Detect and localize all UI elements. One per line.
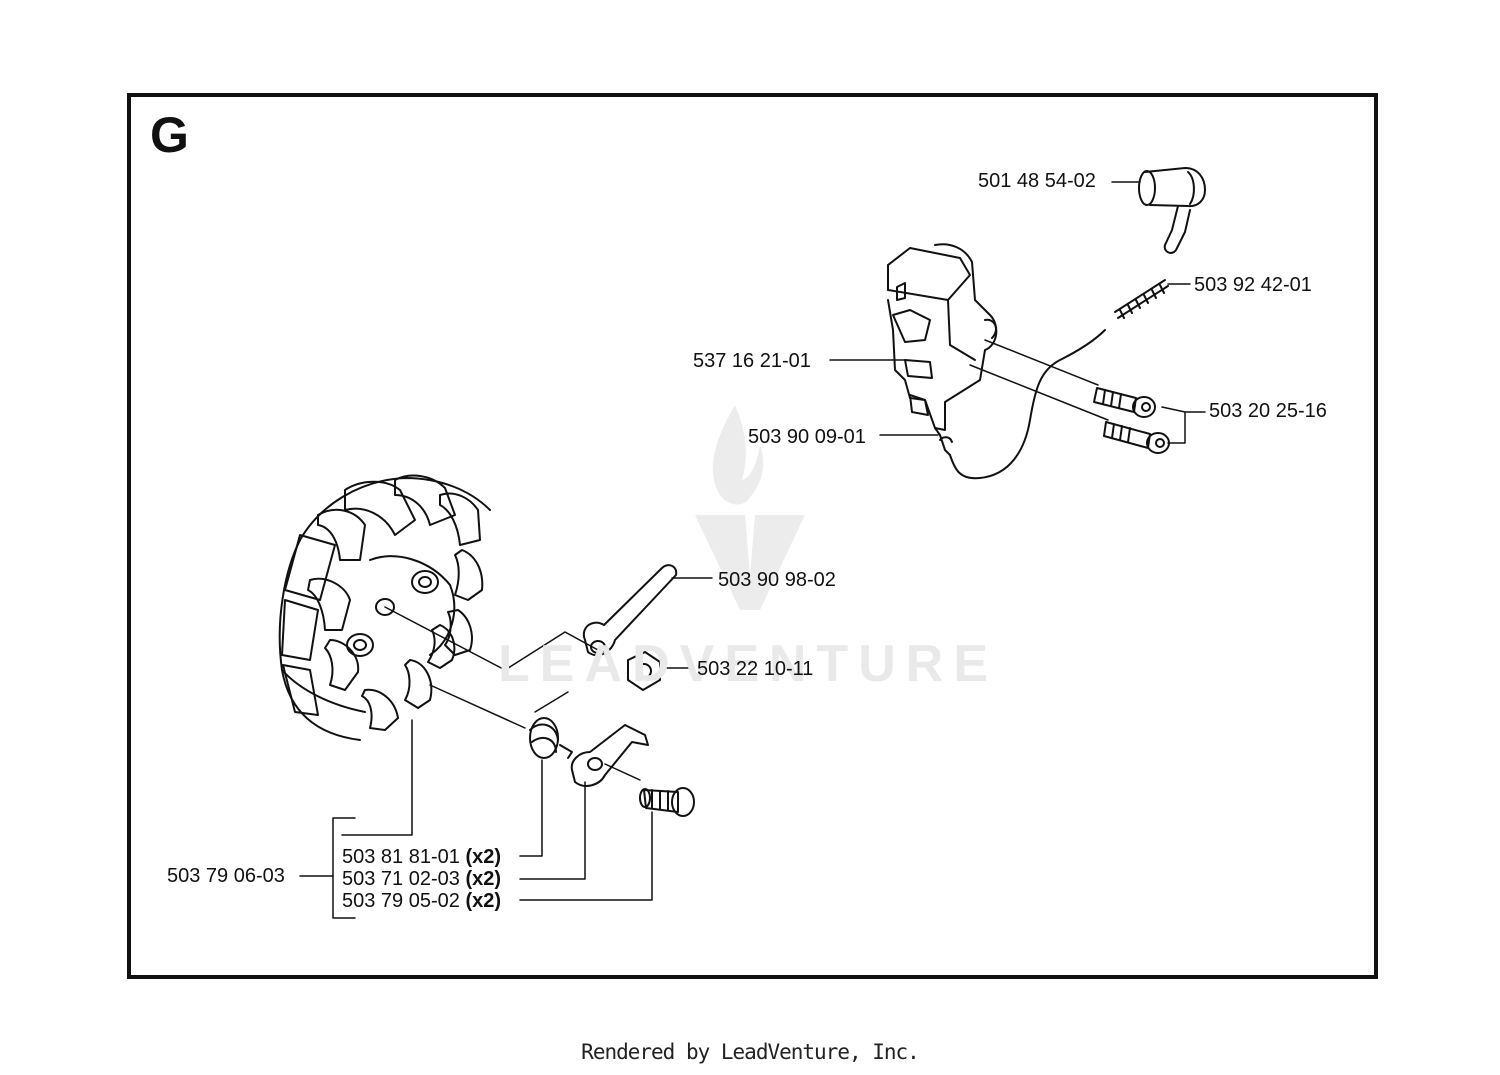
pawl-qty: (x2) (465, 868, 502, 890)
leadventure-logo-watermark (695, 405, 805, 610)
pawl-pin-drawing (639, 787, 695, 817)
callout-nut[interactable]: 503 22 10-11 (697, 658, 814, 680)
pawl-pin-number: 503 79 05-02 (342, 890, 460, 912)
pawl-spring-drawing (529, 717, 573, 759)
section-letter: G (150, 107, 189, 163)
nut-drawing (627, 651, 661, 691)
pawl-number: 503 71 02-03 (342, 868, 460, 890)
ignition-module-drawing (887, 243, 998, 456)
callout-pawl-spring[interactable]: 503 81 81-01 (x2) (342, 846, 501, 868)
callout-ignition-module[interactable]: 537 16 21-01 (693, 350, 811, 372)
callout-bolts[interactable]: 503 20 25-16 (1209, 400, 1327, 422)
assembly-axis-line (384, 606, 599, 671)
spring-axis-line (429, 684, 526, 729)
plug-spring-drawing (1114, 279, 1169, 319)
callout-plug-cap[interactable]: 501 48 54-02 (978, 170, 1096, 192)
watermark-text: LEADVENTURE (498, 635, 999, 693)
callout-pawl-pin[interactable]: 503 79 05-02 (x2) (342, 890, 501, 912)
callout-contact[interactable]: 503 90 09-01 (748, 426, 866, 448)
callout-lever[interactable]: 503 90 98-02 (718, 569, 836, 591)
pawl-spring-qty: (x2) (465, 846, 502, 868)
flywheel-drawing (278, 474, 491, 741)
footer-credit: Rendered by LeadVenture, Inc. (581, 1040, 920, 1064)
leader-lines (299, 181, 1206, 919)
callout-plug-spring[interactable]: 503 92 42-01 (1194, 274, 1312, 296)
pawl-spring-number: 503 81 81-01 (342, 846, 460, 868)
ignition-wire (949, 329, 1106, 480)
callout-flywheel[interactable]: 503 79 06-03 (167, 865, 285, 887)
callout-pawl[interactable]: 503 71 02-03 (x2) (342, 868, 501, 890)
diagram-frame (127, 93, 1378, 979)
lever-drawing (582, 564, 678, 657)
pawl-pin-qty: (x2) (465, 890, 502, 912)
plug-cap-drawing (1138, 167, 1206, 254)
